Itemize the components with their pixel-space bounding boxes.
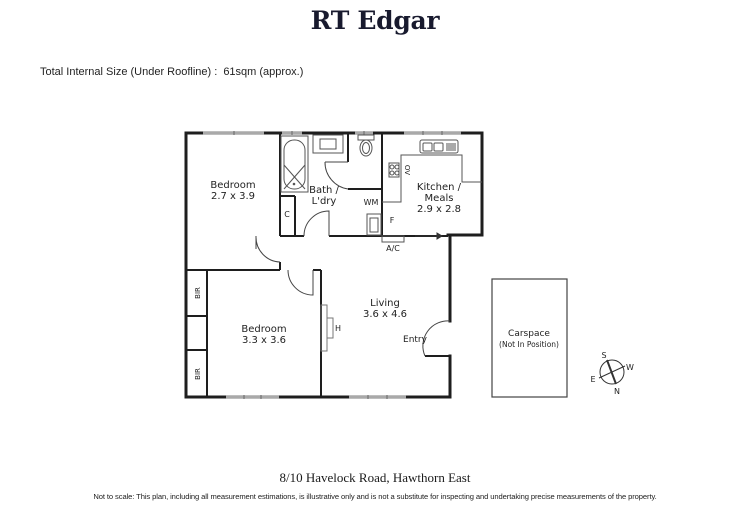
total-size-line: Total Internal Size (Under Roofline) : 61… <box>40 66 303 78</box>
sliding-door-arrow <box>415 232 443 240</box>
vanity <box>312 134 344 154</box>
fridge <box>366 213 382 236</box>
cupboard-label: C <box>284 210 290 219</box>
carspace-sublabel: (Not In Position) <box>499 340 559 349</box>
compass-s: S <box>601 351 606 360</box>
room-labels: Bedroom 2.7 x 3.9 Bath / L'dry Kitchen /… <box>210 180 461 346</box>
compass-n: N <box>614 387 620 396</box>
meals-name: Meals <box>425 193 454 204</box>
bedroom1-dims: 2.7 x 3.9 <box>211 191 255 202</box>
windows <box>203 131 461 399</box>
bedroom1-name: Bedroom <box>210 180 255 191</box>
bath-name: Bath / <box>309 185 339 196</box>
bedroom2-name: Bedroom <box>241 324 286 335</box>
kitchen-name: Kitchen / <box>417 182 462 193</box>
size-value: 61sqm (approx.) <box>223 66 304 78</box>
kitchen-dims: 2.9 x 2.8 <box>417 204 461 215</box>
heater-label: H <box>335 324 341 333</box>
compass-w: W <box>626 363 634 372</box>
entry-label: Entry <box>403 335 428 345</box>
interior-walls <box>186 133 450 397</box>
bir1-label: BIR <box>194 287 202 299</box>
air-con-label: A/C <box>386 244 400 253</box>
bir2-label: BIR <box>194 368 202 380</box>
bathtub <box>280 135 309 193</box>
carspace-label: Carspace <box>508 329 550 339</box>
laundry-name: L'dry <box>312 196 337 207</box>
heater <box>320 304 334 352</box>
compass-e: E <box>590 375 595 384</box>
bedroom2-dims: 3.3 x 3.6 <box>242 335 286 346</box>
toilet <box>357 134 375 157</box>
fridge-label: F <box>390 216 395 225</box>
doors <box>255 161 451 357</box>
living-name: Living <box>370 298 400 309</box>
carspace-outline <box>491 278 568 398</box>
brand-logo: RT Edgar <box>310 6 440 35</box>
fixture-labels: C WM F A/C OV H Entry BIR BIR <box>194 165 428 380</box>
property-address: 8/10 Havelock Road, Hawthorn East <box>279 470 471 485</box>
floor-plan: Bedroom 2.7 x 3.9 Bath / L'dry Kitchen /… <box>184 131 634 399</box>
disclaimer: Not to scale: This plan, including all m… <box>93 492 657 501</box>
compass-icon <box>598 359 626 385</box>
living-dims: 3.6 x 4.6 <box>363 309 407 320</box>
washing-machine-label: WM <box>364 198 379 207</box>
kitchen-bench <box>382 139 482 203</box>
oven-label: OV <box>403 165 411 175</box>
outer-walls <box>184 131 484 399</box>
air-con-unit <box>381 235 405 243</box>
size-label: Total Internal Size (Under Roofline) : <box>40 66 218 78</box>
